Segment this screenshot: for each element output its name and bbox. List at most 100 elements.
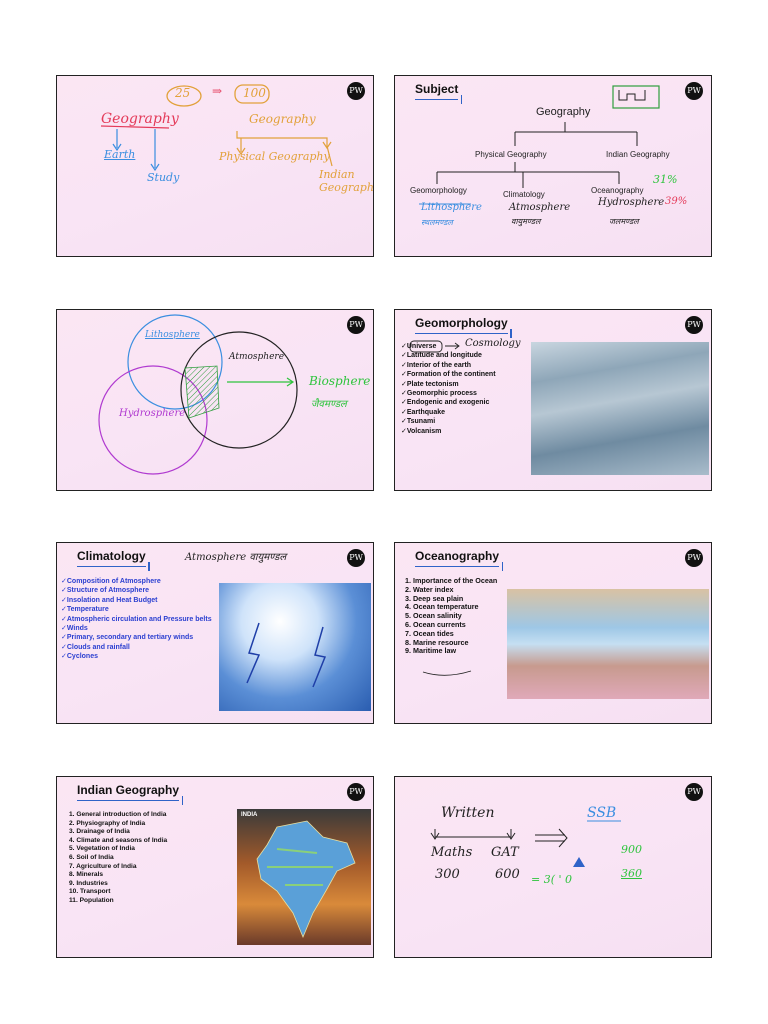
- topic-item: Winds: [61, 624, 221, 633]
- climatology-topic-list: Composition of AtmosphereStructure of At…: [61, 577, 221, 662]
- pw-logo: PW: [347, 82, 365, 100]
- topic-item: Latitude and longitude: [401, 351, 496, 360]
- topic-item: 4. Climate and seasons of India: [69, 836, 168, 844]
- handwritten-atmosphere: Atmosphere: [229, 352, 285, 362]
- handwritten-360: 360: [621, 867, 642, 880]
- slide-title: Geomorphology: [415, 316, 512, 337]
- handwritten-25: 25: [175, 86, 191, 100]
- slide-climatology: PW Climatology Atmosphere वायुमण्डल Comp…: [56, 542, 374, 724]
- handwritten-arrow: ⇒: [212, 84, 223, 98]
- slide-oceanography: PW Oceanography 1. Importance of the Oce…: [394, 542, 712, 724]
- topic-item: Endogenic and exogenic: [401, 398, 496, 407]
- handwritten-cosmology: Cosmology: [465, 338, 521, 349]
- slide-title: Subject: [415, 82, 463, 103]
- handwritten-geography-indian: Geography: [319, 181, 374, 194]
- topic-item: Plate tectonism: [401, 380, 496, 389]
- cursor-marker: [573, 857, 585, 867]
- handwritten-atmosphere-hindi: Atmosphere वायुमण्डल: [185, 552, 287, 563]
- slide-exam-pattern: PW Written SSB Maths GAT 900 300 600 = 3…: [394, 776, 712, 958]
- slide-indian-geography: PW Indian Geography 1. General introduct…: [56, 776, 374, 958]
- slide2-tree-lines: [419, 85, 660, 205]
- topic-item: Formation of the continent: [401, 370, 496, 379]
- topic-item: 11. Population: [69, 896, 114, 904]
- topic-item: Universe: [401, 342, 496, 351]
- india-map: INDIA: [237, 809, 371, 945]
- topic-item: 2. Physiography of India: [69, 819, 146, 827]
- node-climatology: Climatology: [503, 190, 545, 199]
- topic-item: 10. Transport: [69, 888, 111, 896]
- ice-coast-photo: [507, 589, 709, 699]
- topic-item: 6. Soil of India: [69, 853, 114, 861]
- geomorphology-topic-list: UniverseLatitude and longitudeInterior o…: [401, 342, 496, 436]
- topic-item: 6. Ocean currents: [405, 619, 466, 629]
- node-geomorphology: Geomorphology: [410, 186, 467, 195]
- handwritten-hydrosphere: Hydrosphere: [598, 197, 665, 208]
- pw-logo: PW: [685, 549, 703, 567]
- topic-item: 9. Industries: [69, 879, 108, 887]
- handwritten-biosphere: Biosphere: [309, 374, 371, 388]
- handwritten-lithosphere-hindi: स्थलमण्डल: [421, 218, 453, 227]
- pw-logo: PW: [347, 549, 365, 567]
- handwritten-gat: GAT: [491, 845, 519, 860]
- node-indian-geography: Indian Geography: [606, 150, 670, 159]
- slide-title: Climatology: [77, 549, 150, 570]
- handwritten-300: 300: [435, 867, 460, 882]
- biosphere-overlap: [184, 365, 220, 419]
- map-label: INDIA: [241, 812, 258, 818]
- topic-item: 8. Marine resource: [405, 637, 469, 647]
- venn-diagram: [98, 314, 298, 475]
- slide4-annotations: [409, 340, 460, 353]
- topic-item: 8. Minerals: [69, 871, 104, 879]
- lithosphere-circle: [127, 314, 223, 410]
- topic-item: Clouds and rainfall: [61, 643, 221, 652]
- pw-logo: PW: [347, 783, 365, 801]
- handwritten-900: 900: [621, 843, 642, 856]
- slide8-drawing: [430, 820, 621, 867]
- slide-spheres-venn: PW Lithosphere Atmosphere Hydrosphere Bi…: [56, 309, 374, 491]
- handwritten-atmosphere-hindi: वायुमण्डल: [511, 217, 541, 226]
- topic-item: 3. Deep sea plain: [405, 593, 464, 603]
- topic-item: Structure of Atmosphere: [61, 586, 221, 595]
- topic-item: 5. Vegetation of India: [69, 845, 135, 853]
- handwritten-ssb: SSB: [587, 805, 617, 821]
- topic-item: Composition of Atmosphere: [61, 577, 221, 586]
- topic-item: 9. Maritime law: [405, 646, 457, 656]
- handwritten-hydrosphere-hindi: जलमण्डल: [609, 217, 639, 226]
- topic-item: 7. Ocean tides: [405, 628, 454, 638]
- pw-logo: PW: [347, 316, 365, 334]
- slide-geography-intro: PW 25 ⇒ 100 Geography Earth Study Geogra…: [56, 75, 374, 257]
- handwritten-biosphere-hindi: जैवमण्डल: [311, 399, 347, 410]
- topic-item: Temperature: [61, 605, 221, 614]
- topic-item: Primary, secondary and tertiary winds: [61, 633, 221, 642]
- handwritten-lithosphere: Lithosphere: [145, 330, 200, 340]
- topic-item: Volcanism: [401, 427, 496, 436]
- topic-item: Geomorphic process: [401, 389, 496, 398]
- topic-item: Interior of the earth: [401, 361, 496, 370]
- handwritten-600: 600: [495, 867, 520, 882]
- glacier-photo: [531, 342, 709, 475]
- handwritten-lithosphere: Lithosphere: [421, 202, 482, 213]
- topic-item: 5. Ocean salinity: [405, 611, 462, 621]
- lightning-marks: [246, 622, 327, 688]
- node-oceanography: Oceanography: [591, 186, 644, 195]
- slide-geomorphology: PW Geomorphology UniverseLatitude and lo…: [394, 309, 712, 491]
- handwritten-100: 100: [243, 86, 266, 100]
- pw-logo: PW: [685, 82, 703, 100]
- topic-item: Earthquake: [401, 408, 496, 417]
- topic-item: 1. Importance of the Ocean: [405, 576, 498, 585]
- handwritten-percent-39: 39%: [665, 196, 688, 207]
- slide-subject-tree: PW Subject Geography Physical Geography …: [394, 75, 712, 257]
- handwritten-equation: = 3( ' 0: [531, 873, 573, 886]
- topic-item: 7. Agriculture of India: [69, 862, 137, 870]
- handwritten-physical-geography: Physical Geography: [219, 150, 330, 163]
- handwritten-geography-right: Geography: [249, 112, 316, 126]
- handwritten-percent-31: 31%: [653, 173, 678, 186]
- handwritten-earth: Earth: [104, 148, 136, 161]
- handwritten-written: Written: [441, 805, 495, 821]
- topic-item: Cyclones: [61, 652, 221, 661]
- atmosphere-circle: [180, 331, 298, 449]
- handwritten-study: Study: [147, 171, 180, 184]
- slide-title: Indian Geography: [77, 783, 184, 804]
